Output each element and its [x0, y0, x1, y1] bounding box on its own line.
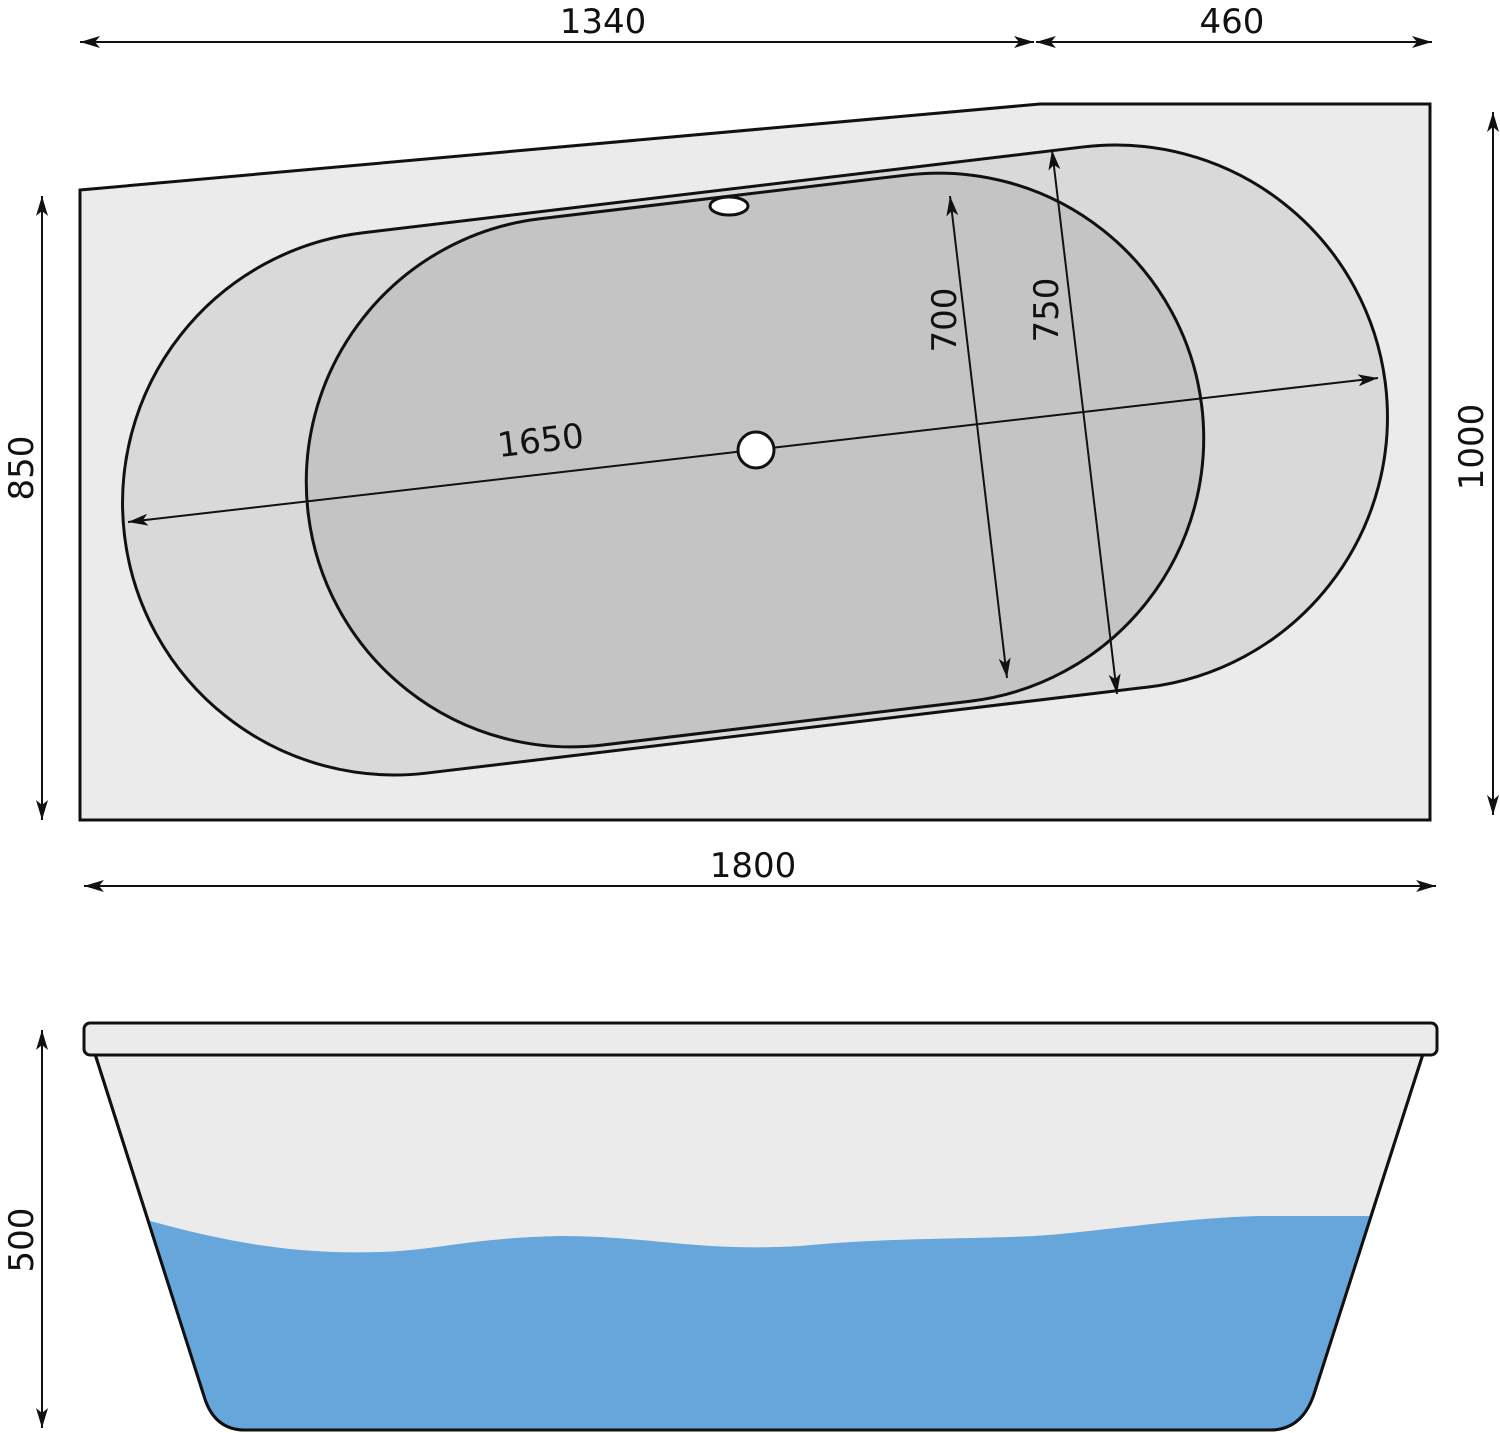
label-500: 500	[2, 1208, 42, 1273]
tub-rim-side-view	[82, 1021, 1439, 1057]
width-700-dimension-line	[946, 195, 1011, 679]
label-1800: 1800	[710, 846, 797, 886]
width-750-dimension-line	[1048, 149, 1121, 695]
label-750: 750	[1027, 278, 1067, 343]
water-fill	[150, 1216, 1371, 1430]
top-view: 1650 700 750 1340 460 850 1000 1800	[2, 2, 1499, 892]
tub-body-outline	[92, 1052, 1426, 1432]
side-view: 500	[2, 1021, 1439, 1432]
label-700: 700	[925, 288, 965, 353]
label-1340: 1340	[560, 2, 647, 42]
drain-hole	[736, 430, 776, 470]
label-1000: 1000	[1452, 404, 1492, 491]
overflow-hole	[708, 195, 750, 217]
label-460: 460	[1200, 2, 1265, 42]
label-850: 850	[2, 436, 42, 501]
